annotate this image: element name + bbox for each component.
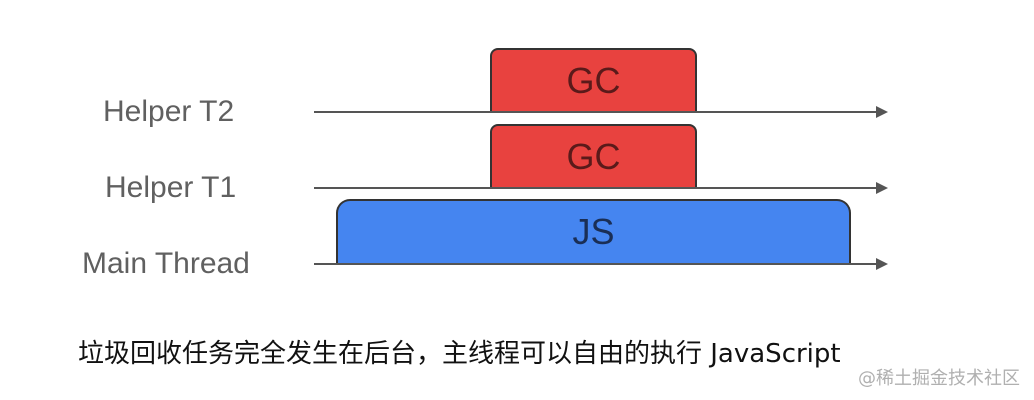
timeline-axis-helper-t1 — [314, 187, 878, 189]
diagram-caption: 垃圾回收任务完全发生在后台，主线程可以自由的执行 JavaScript — [78, 339, 841, 369]
gc-block-helper-t2: GC — [490, 48, 697, 111]
lane-label-main-thread: Main Thread — [82, 247, 250, 280]
lane-label-helper-t1: Helper T1 — [105, 171, 237, 204]
lane-label-helper-t2: Helper T2 — [103, 95, 235, 128]
arrowhead-icon — [876, 258, 888, 270]
arrowhead-icon — [876, 106, 888, 118]
js-block-main-thread: JS — [336, 199, 851, 263]
timeline-axis-helper-t2 — [314, 111, 878, 113]
timeline-axis-main-thread — [314, 263, 878, 265]
gc-block-helper-t1: GC — [490, 124, 697, 187]
watermark: @稀土掘金技术社区 — [858, 368, 1020, 389]
arrowhead-icon — [876, 182, 888, 194]
